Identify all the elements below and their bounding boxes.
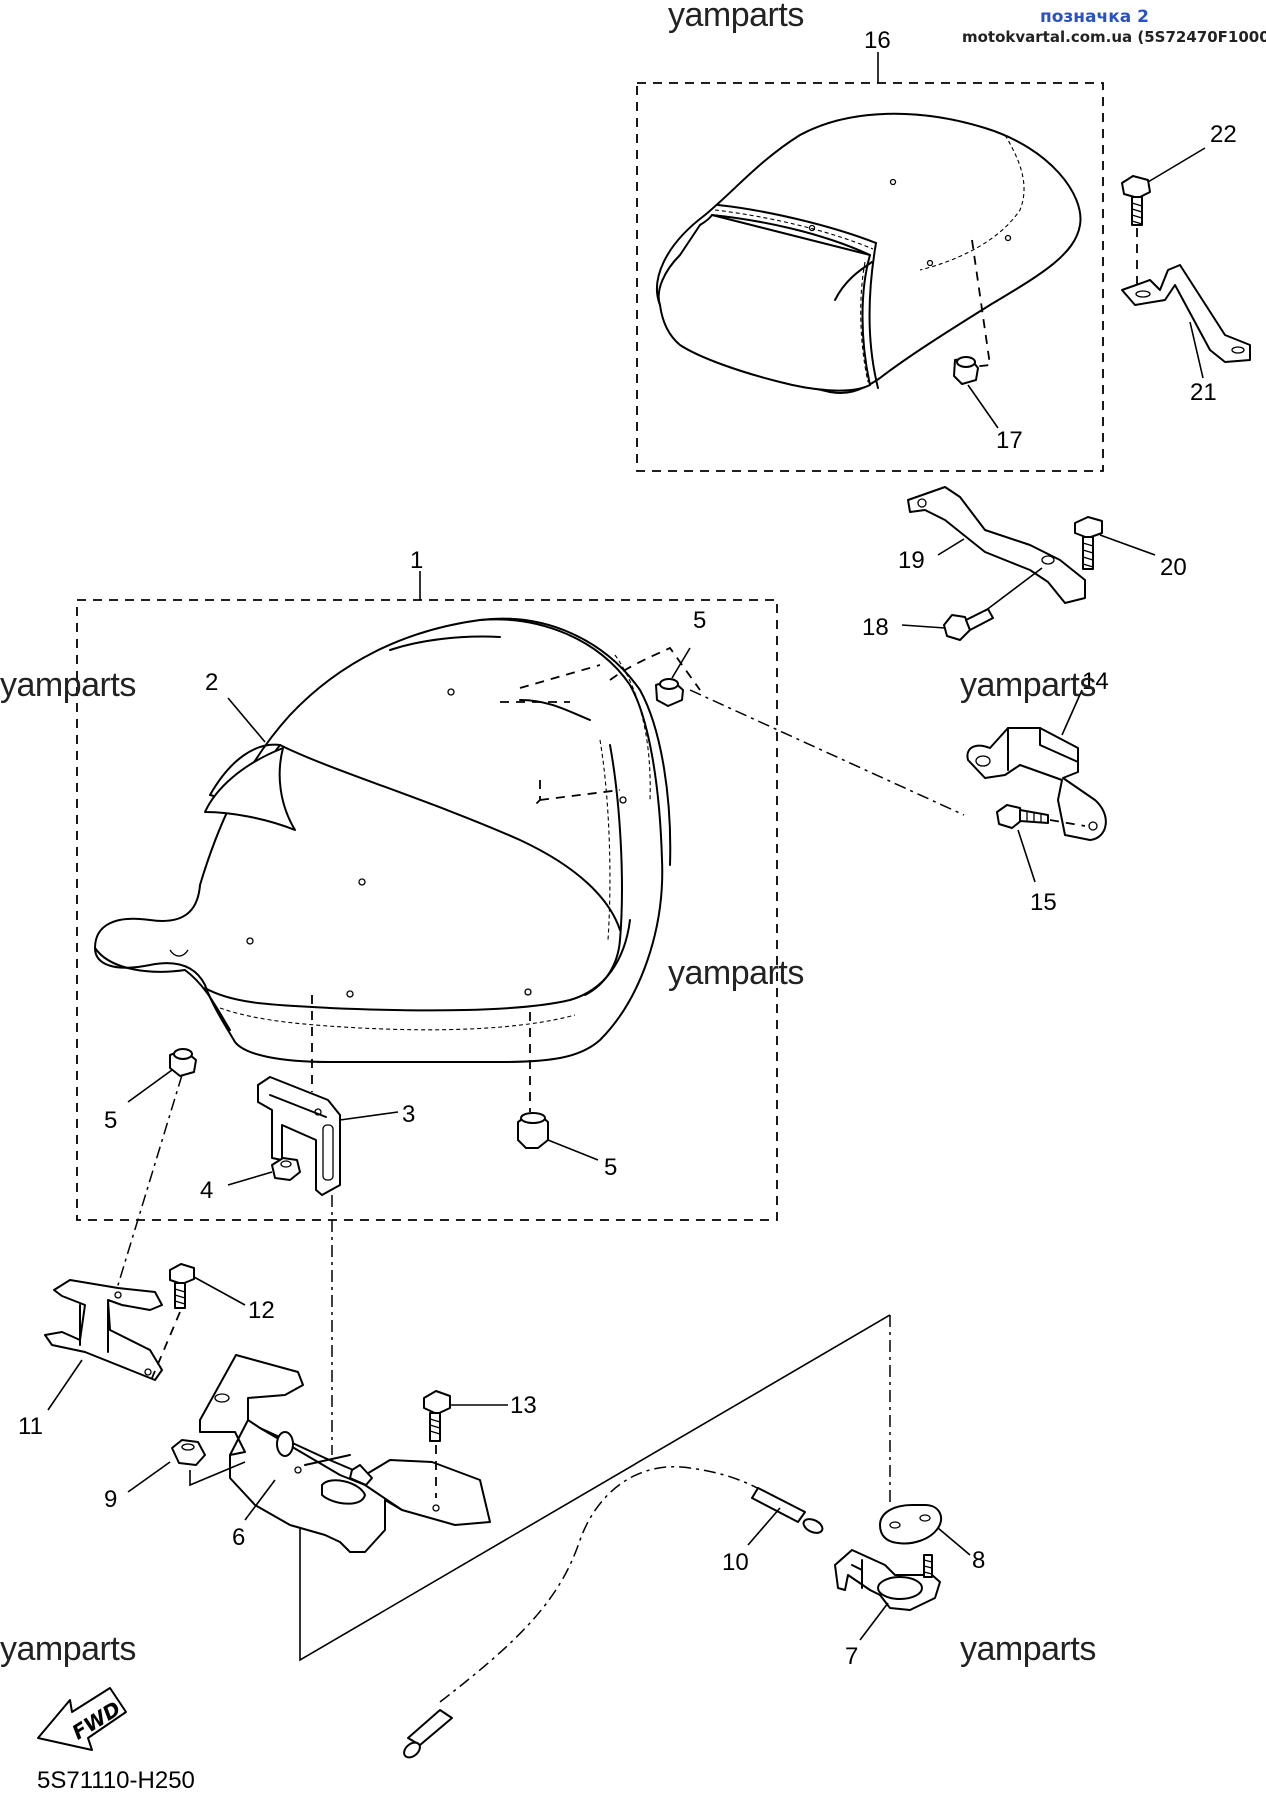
plate-8[interactable] — [879, 1504, 943, 1545]
watermark-left-lower: yamparts — [0, 1630, 136, 1668]
seat-lock-7[interactable] — [834, 1549, 941, 1611]
callout-3[interactable]: 3 — [402, 1101, 415, 1128]
seat-lock-cable-10[interactable] — [401, 1466, 824, 1761]
rear-seat-part[interactable] — [656, 112, 1082, 395]
callout-16[interactable]: 16 — [864, 27, 891, 54]
grommet-5-rear[interactable] — [655, 678, 684, 707]
watermark-left-upper: yamparts — [0, 666, 136, 704]
bolt-15[interactable] — [996, 804, 1049, 829]
callout-13[interactable]: 13 — [510, 1392, 537, 1419]
callout-19[interactable]: 19 — [898, 547, 925, 574]
diagram-code: 5S71110-H250 — [37, 1767, 195, 1794]
base-plate-6[interactable] — [199, 1354, 491, 1553]
bracket-21[interactable] — [1121, 264, 1251, 363]
grommet-5-right[interactable] — [517, 1112, 549, 1149]
callout-20[interactable]: 20 — [1160, 554, 1187, 581]
bracket-19[interactable] — [907, 486, 1086, 604]
callout-21[interactable]: 21 — [1190, 379, 1217, 406]
callout-11[interactable]: 11 — [18, 1413, 43, 1440]
bolt-22[interactable] — [1121, 175, 1151, 226]
callout-5-right[interactable]: 5 — [604, 1154, 617, 1181]
callout-15[interactable]: 15 — [1030, 889, 1057, 916]
bolt-12[interactable] — [169, 1263, 195, 1309]
callout-4[interactable]: 4 — [200, 1177, 213, 1204]
fwd-arrow-icon: FWD — [37, 1687, 127, 1751]
main-seat-group-box — [76, 599, 778, 1221]
grommet-5-left[interactable] — [169, 1048, 197, 1077]
rear-seat-group: 16 17 — [636, 27, 1104, 472]
bracket-3[interactable] — [257, 1076, 341, 1196]
main-seat-part[interactable] — [94, 617, 672, 1063]
callout-2[interactable]: 2 — [205, 669, 218, 696]
nut-4[interactable] — [271, 1157, 301, 1181]
bolt-20[interactable] — [1074, 516, 1103, 570]
header-tag-label: позначка 2 — [1040, 7, 1149, 27]
bracket-14[interactable] — [966, 727, 1107, 841]
callout-14[interactable]: 14 — [1082, 668, 1109, 695]
nut-9[interactable] — [171, 1439, 206, 1466]
bolt-18[interactable] — [943, 608, 994, 641]
callout-18[interactable]: 18 — [862, 614, 889, 641]
watermark-center: yamparts — [668, 954, 804, 992]
watermark-right-upper: yamparts — [960, 666, 1096, 704]
callout-7[interactable]: 7 — [845, 1643, 858, 1670]
callout-22[interactable]: 22 — [1210, 121, 1237, 148]
callout-10[interactable]: 10 — [722, 1549, 749, 1576]
callout-5-rear[interactable]: 5 — [693, 607, 706, 634]
callout-17[interactable]: 17 — [996, 427, 1023, 454]
callout-12[interactable]: 12 — [248, 1297, 275, 1324]
main-seat-group: 1 — [76, 547, 965, 1221]
rear-seat-group-box — [636, 82, 1104, 472]
callout-6[interactable]: 6 — [232, 1524, 245, 1551]
callout-9[interactable]: 9 — [104, 1486, 117, 1513]
callout-8[interactable]: 8 — [972, 1547, 985, 1574]
header-source: motokvartal.com.ua (5S72470F1000) — [962, 28, 1266, 46]
grommet-17[interactable] — [953, 356, 979, 385]
watermark-top: yamparts — [668, 0, 804, 34]
bolt-13[interactable] — [423, 1390, 451, 1442]
bracket-11[interactable] — [44, 1279, 163, 1381]
callout-5-left[interactable]: 5 — [104, 1107, 117, 1134]
callout-1[interactable]: 1 — [410, 547, 423, 574]
watermark-right-lower: yamparts — [960, 1630, 1096, 1668]
